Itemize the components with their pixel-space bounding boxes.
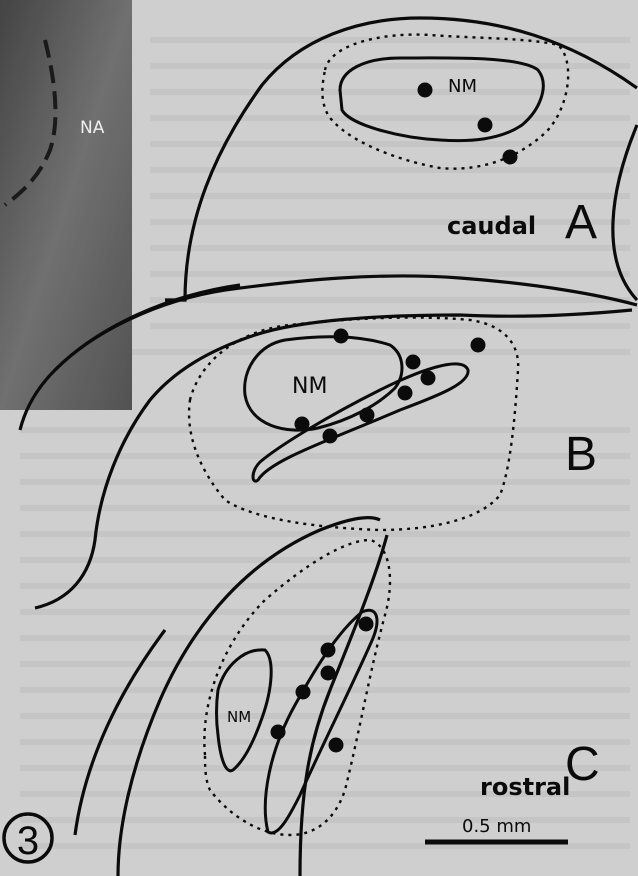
- panel-c-labeled-cell: [321, 666, 336, 681]
- panel-c-nm-label: NM: [227, 708, 251, 726]
- panel-b-letter: B: [565, 428, 597, 481]
- panel-b-labeled-cell: [334, 329, 349, 344]
- panel-c-labeled-cell: [359, 617, 374, 632]
- figure-number: 3: [17, 819, 39, 863]
- scale-bar-label: 0.5 mm: [462, 816, 531, 837]
- panel-a-labeled-cell: [503, 150, 518, 165]
- panel-c-level-label: rostral: [480, 773, 570, 801]
- panel-b-labeled-cell: [398, 386, 413, 401]
- panel-b-labeled-cell: [406, 355, 421, 370]
- panel-c-labeled-cell: [271, 725, 286, 740]
- panel-c-labeled-cell: [321, 643, 336, 658]
- panel-a-letter: A: [565, 196, 597, 249]
- panel-a-nm-label: NM: [448, 76, 477, 97]
- panel-a-labeled-cell: [418, 83, 433, 98]
- panel-b-labeled-cell: [323, 429, 338, 444]
- photo-label-na: NA: [80, 118, 105, 138]
- panel-a-labeled-cell: [478, 118, 493, 133]
- panel-b-nm-label: NM: [292, 374, 327, 399]
- panel-c-labeled-cell: [329, 738, 344, 753]
- panel-b-labeled-cell: [360, 408, 375, 423]
- panel-c-letter: C: [565, 738, 600, 791]
- panel-c-labeled-cell: [296, 685, 311, 700]
- panel-b-labeled-cell: [471, 338, 486, 353]
- panel-a-level-label: caudal: [447, 212, 536, 240]
- panel-b-labeled-cell: [421, 371, 436, 386]
- micrograph-photo: NA: [0, 0, 132, 410]
- panel-b-labeled-cell: [295, 417, 310, 432]
